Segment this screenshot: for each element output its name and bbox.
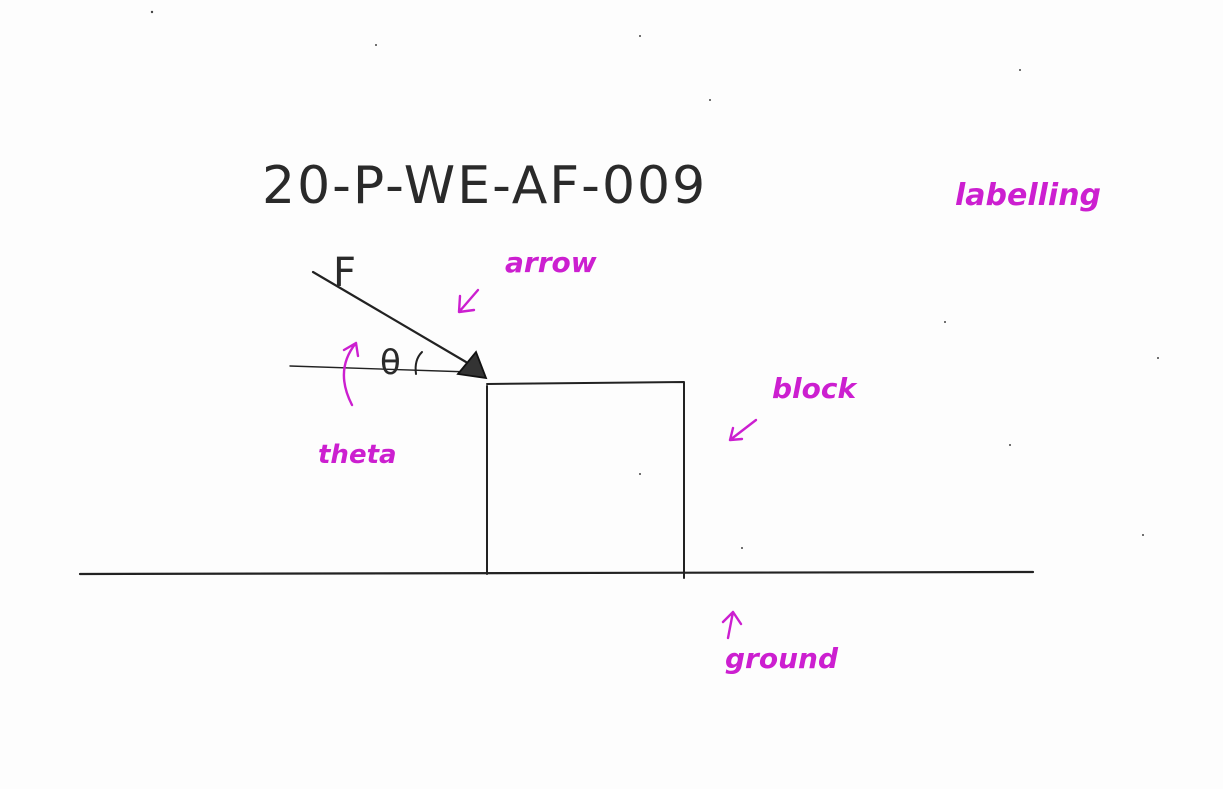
ground-callout-label: ground [725,642,839,675]
theta-callout-label: theta [318,440,397,470]
theta-callout-pointer [342,341,360,407]
force-arrow-head [456,350,488,380]
force-label: F [333,250,356,296]
paper-specks [150,10,1159,549]
block-callout-pointer [728,418,758,442]
force-arrow-shaft [311,270,468,364]
angle-label: θ [380,343,401,383]
category-label: labelling [955,178,1101,213]
ground-callout-pointer [721,610,743,640]
arrow-callout-label: arrow [505,246,597,279]
arrow-callout-pointer [457,288,480,314]
ground-line [78,570,1035,576]
block-callout-label: block [772,372,858,405]
block [486,381,685,579]
diagram-code: 20-P-WE-AF-009 [262,156,707,216]
angle-arc [414,351,423,375]
reference-line [289,365,471,373]
